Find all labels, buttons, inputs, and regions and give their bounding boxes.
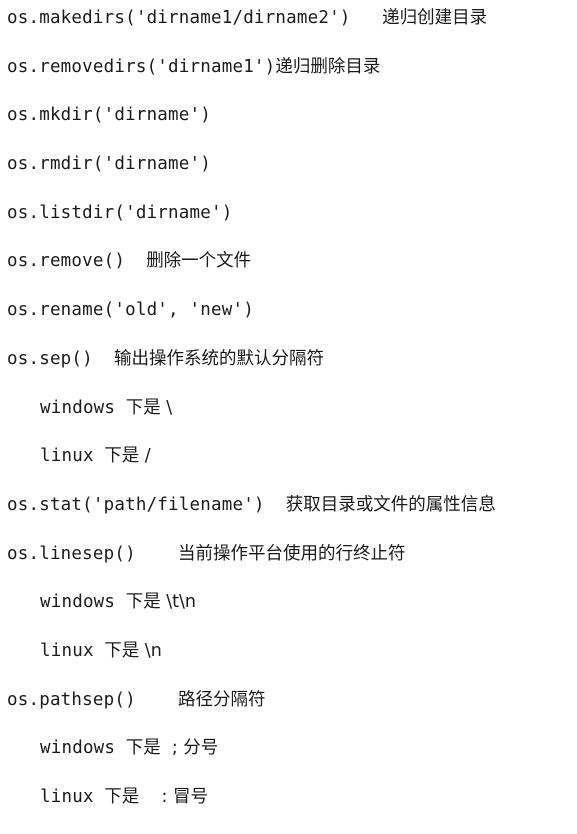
- description-text: 递归创建目录: [382, 8, 488, 28]
- line-mkdir: os.mkdir('dirname'): [7, 103, 577, 152]
- line-sep-linux: linux 下是 /: [7, 444, 577, 493]
- gap: [94, 787, 105, 807]
- line-rename: os.rename('old', 'new'): [7, 298, 577, 347]
- line-pathsep-linux: linux 下是 : 冒号: [7, 785, 577, 834]
- description-text: 删除一个文件: [146, 251, 252, 272]
- code-text: os.remove(): [7, 251, 126, 272]
- code-text: os.listdir('dirname'): [7, 202, 233, 223]
- line-remove: os.remove() 删除一个文件: [7, 249, 577, 298]
- gap: [93, 349, 114, 369]
- code-text: os.linesep(): [7, 543, 136, 564]
- line-linesep: os.linesep() 当前操作平台使用的行终止符: [7, 542, 577, 591]
- description-text: 下是 \n: [104, 640, 162, 661]
- line-linesep-windows: windows 下是 \t\n: [7, 590, 577, 639]
- line-linesep-linux: linux 下是 \n: [7, 639, 577, 688]
- gap: [351, 8, 383, 28]
- description-text: 当前操作平台使用的行终止符: [178, 543, 406, 564]
- code-text: windows: [40, 738, 116, 759]
- line-sep: os.sep() 输出操作系统的默认分隔符: [7, 347, 577, 396]
- code-text: os.sep(): [7, 348, 93, 369]
- code-text: linux: [40, 640, 94, 661]
- code-text: os.rmdir('dirname'): [7, 154, 211, 175]
- gap: [125, 251, 146, 271]
- gap: [94, 641, 105, 661]
- description-text: 下是 ; 分号: [125, 738, 219, 759]
- line-pathsep: os.pathsep() 路径分隔符: [7, 688, 577, 737]
- line-sep-windows: windows 下是 \: [7, 396, 577, 445]
- gap: [136, 544, 178, 564]
- description-text: 下是 /: [104, 446, 151, 467]
- line-removedirs: os.removedirs('dirname1')递归删除目录: [7, 55, 577, 104]
- gap: [136, 690, 178, 710]
- code-text: os.pathsep(): [7, 689, 136, 710]
- line-stat: os.stat('path/filename') 获取目录或文件的属性信息: [7, 493, 577, 542]
- description-text: 路径分隔符: [178, 689, 266, 710]
- description-text: 下是 \t\n: [125, 592, 197, 613]
- gap: [115, 738, 126, 758]
- line-pathsep-windows: windows 下是 ; 分号: [7, 736, 577, 785]
- description-text: 下是 : 冒号: [104, 787, 208, 807]
- code-text: os.mkdir('dirname'): [7, 105, 211, 126]
- line-listdir: os.listdir('dirname'): [7, 201, 577, 250]
- gap: [94, 446, 105, 466]
- description-text: 输出操作系统的默认分隔符: [113, 348, 324, 369]
- code-text: windows: [40, 397, 116, 418]
- description-text: 递归删除目录: [275, 56, 381, 77]
- code-text: os.removedirs('dirname1'): [7, 56, 276, 77]
- line-rmdir: os.rmdir('dirname'): [7, 152, 577, 201]
- description-text: 下是 \: [125, 397, 173, 418]
- code-text: windows: [40, 592, 116, 613]
- gap: [115, 398, 126, 418]
- line-makedirs: os.makedirs('dirname1/dirname2') 递归创建目录: [7, 6, 577, 55]
- code-text: os.makedirs('dirname1/dirname2'): [7, 8, 351, 28]
- code-text: linux: [40, 787, 94, 807]
- code-text: os.rename('old', 'new'): [7, 300, 254, 321]
- description-text: 获取目录或文件的属性信息: [285, 494, 496, 515]
- gap: [115, 592, 126, 612]
- code-text: os.stat('path/filename'): [7, 494, 265, 515]
- document-body: os.makedirs('dirname1/dirname2') 递归创建目录 …: [7, 6, 577, 834]
- code-text: linux: [40, 446, 94, 467]
- gap: [265, 495, 286, 515]
